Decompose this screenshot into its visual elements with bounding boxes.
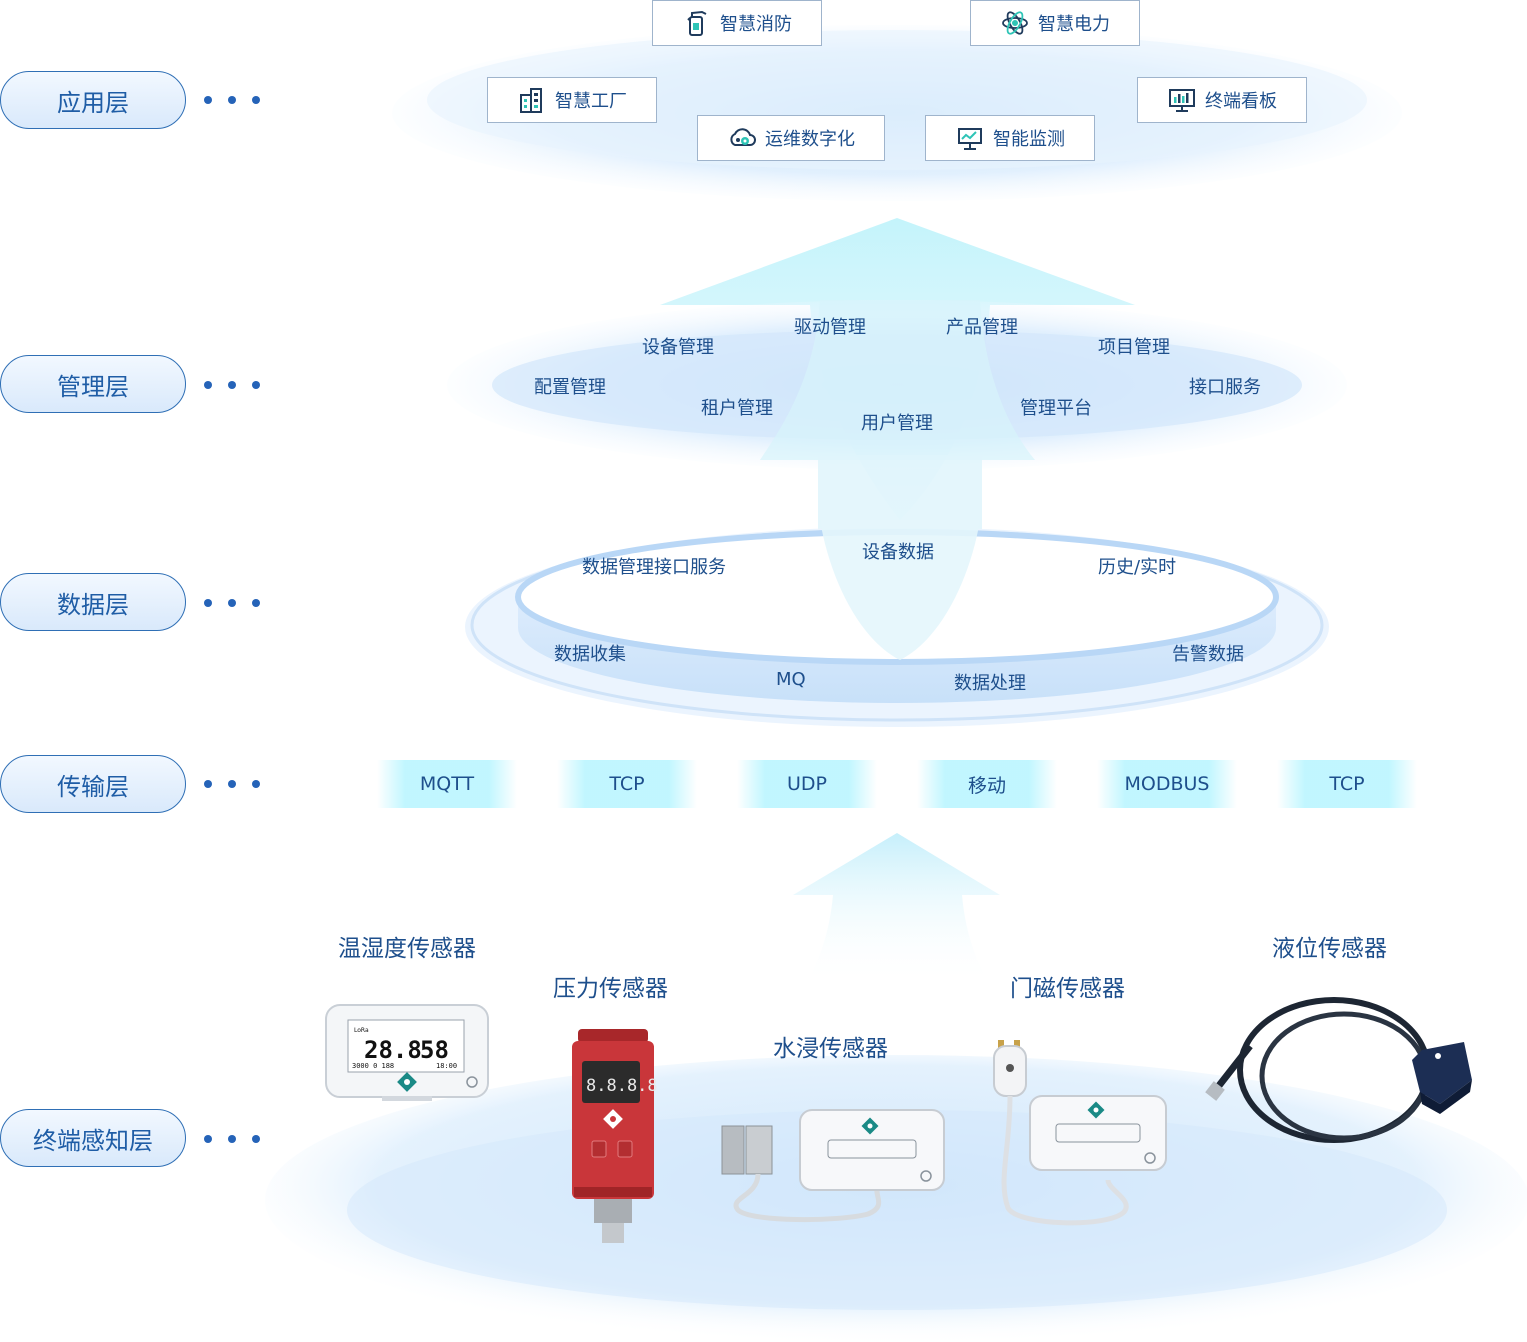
factory-icon (520, 88, 542, 113)
mgmt-config: 配置管理 (534, 377, 606, 398)
mgmt-product: 产品管理 (946, 317, 1018, 338)
device-title-level: 液位传感器 (1272, 936, 1387, 962)
svg-text:58: 58 (420, 1036, 449, 1064)
protocol-udp: UDP (737, 760, 877, 808)
layer-management-dots (200, 381, 266, 391)
app-ops-digital-label: 运维数字化 (765, 129, 855, 150)
app-terminal-dashboard: 终端看板 (1137, 77, 1307, 123)
protocol-mobile: 移动 (917, 760, 1057, 808)
svg-text:3000 0 188: 3000 0 188 (352, 1062, 394, 1070)
protocol-modbus: MODBUS (1097, 760, 1237, 808)
svg-text:28.8: 28.8 (364, 1036, 422, 1064)
mgmt-tenant: 租户管理 (701, 398, 773, 419)
app-terminal-dashboard-label: 终端看板 (1205, 91, 1277, 112)
device-title-door: 门磁传感器 (1010, 976, 1125, 1002)
layer-data: 数据层 (0, 573, 186, 631)
data-process: 数据处理 (954, 673, 1026, 694)
data-alarm: 告警数据 (1172, 644, 1244, 665)
layer-transport-dots (200, 780, 266, 790)
layer-terminal: 终端感知层 (0, 1109, 186, 1167)
data-api-service: 数据管理接口服务 (582, 557, 726, 578)
mgmt-user: 用户管理 (861, 413, 933, 434)
app-smart-monitor-label: 智能监测 (993, 129, 1065, 150)
app-smart-factory: 智慧工厂 (487, 77, 657, 123)
layer-application: 应用层 (0, 71, 186, 129)
mgmt-platform: 管理平台 (1020, 398, 1092, 419)
app-smart-factory-label: 智慧工厂 (555, 91, 627, 112)
mgmt-device: 设备管理 (642, 337, 714, 358)
device-title-pressure: 压力传感器 (553, 976, 668, 1002)
svg-text:8.8.8.8: 8.8.8.8 (586, 1076, 658, 1096)
app-smart-power-label: 智慧电力 (1038, 14, 1110, 35)
layer-management: 管理层 (0, 355, 186, 413)
protocol-tcp: TCP (557, 760, 697, 808)
layer-application-dots (200, 96, 266, 106)
app-smart-power: 智慧电力 (970, 0, 1140, 46)
data-mq: MQ (776, 669, 806, 690)
data-collect: 数据收集 (554, 644, 626, 665)
data-device-data: 设备数据 (862, 542, 934, 563)
layer-terminal-dots (200, 1135, 266, 1145)
protocol-tcp-2: TCP (1277, 760, 1417, 808)
level-sensor-image (1205, 997, 1472, 1143)
monitor-chart-icon (958, 128, 982, 150)
layer-transport: 传输层 (0, 755, 186, 813)
atom-icon (1002, 11, 1028, 35)
app-smart-monitor: 智能监测 (925, 115, 1095, 161)
water-sensor-image (721, 1109, 945, 1223)
temp-humidity-sensor-image: LoRa 28.8 58 3000 0 188 18:00 (325, 1004, 489, 1101)
mgmt-project: 项目管理 (1098, 337, 1170, 358)
fire-extinguisher-icon (687, 10, 707, 36)
cloud-gear-icon (730, 128, 756, 146)
mgmt-api: 接口服务 (1189, 377, 1261, 398)
dashboard-icon (1169, 89, 1195, 112)
pressure-sensor-image: 8.8.8.8 (572, 1029, 658, 1243)
device-title-water: 水浸传感器 (773, 1036, 888, 1062)
svg-text:LoRa: LoRa (354, 1027, 369, 1034)
protocol-mqtt: MQTT (377, 760, 517, 808)
upward-arrow-small (793, 833, 1000, 985)
svg-text:18:00: 18:00 (436, 1062, 457, 1070)
data-history: 历史/实时 (1098, 557, 1177, 578)
mgmt-driver: 驱动管理 (794, 317, 866, 338)
layer-data-dots (200, 599, 266, 609)
door-sensor-image (993, 1040, 1167, 1226)
device-title-temp-humidity: 温湿度传感器 (338, 936, 476, 962)
app-ops-digital: 运维数字化 (697, 115, 885, 161)
app-smart-fire: 智慧消防 (652, 0, 822, 46)
app-smart-fire-label: 智慧消防 (720, 14, 792, 35)
